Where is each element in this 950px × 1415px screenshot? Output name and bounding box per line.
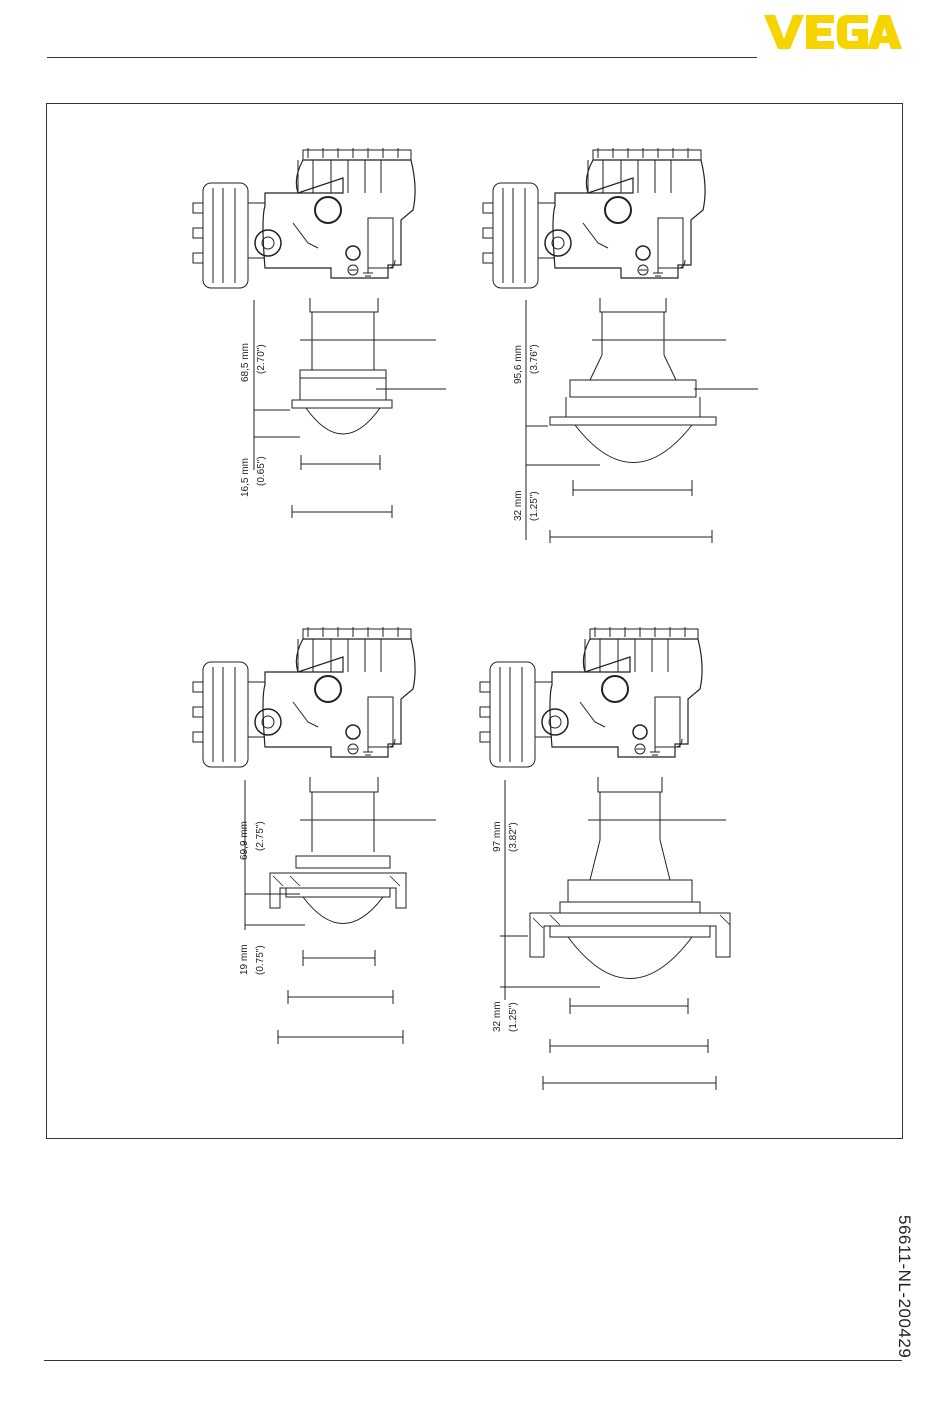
dim-d-top-in: (3.82") <box>508 822 519 852</box>
dim-b-top-in: (3.76") <box>529 344 540 374</box>
dim-c-bottom-in: (0.75") <box>255 945 266 975</box>
footer-rule <box>44 1360 902 1361</box>
technical-drawings: 68,5 mm (2.70") 16,5 mm (0.65") 95,6 mm … <box>0 0 950 1383</box>
dim-c-top-in: (2.75") <box>255 821 266 851</box>
dim-b-bottom-in: (1.25") <box>529 491 540 521</box>
dim-b-top-mm: 95,6 mm <box>513 345 524 384</box>
dim-c-top-mm: 69,9 mm <box>239 821 250 860</box>
drawing-a <box>193 148 446 518</box>
drawing-c <box>193 627 436 1044</box>
dim-d-top-mm: 97 mm <box>492 821 503 852</box>
dim-d-bottom-mm: 32 mm <box>492 1001 503 1032</box>
dimension-labels: 68,5 mm (2.70") 16,5 mm (0.65") 95,6 mm … <box>239 343 540 1032</box>
dim-b-bottom-mm: 32 mm <box>513 490 524 521</box>
dim-a-top-in: (2.70") <box>256 344 267 374</box>
dim-a-bottom-in: (0.65") <box>256 456 267 486</box>
dim-c-bottom-mm: 19 mm <box>239 944 250 975</box>
drawing-b <box>483 148 758 543</box>
dim-a-top-mm: 68,5 mm <box>240 343 251 382</box>
dim-a-bottom-mm: 16,5 mm <box>240 458 251 497</box>
document-code: 56611-NL-200429 <box>890 1215 914 1415</box>
dim-d-bottom-in: (1.25") <box>508 1002 519 1032</box>
